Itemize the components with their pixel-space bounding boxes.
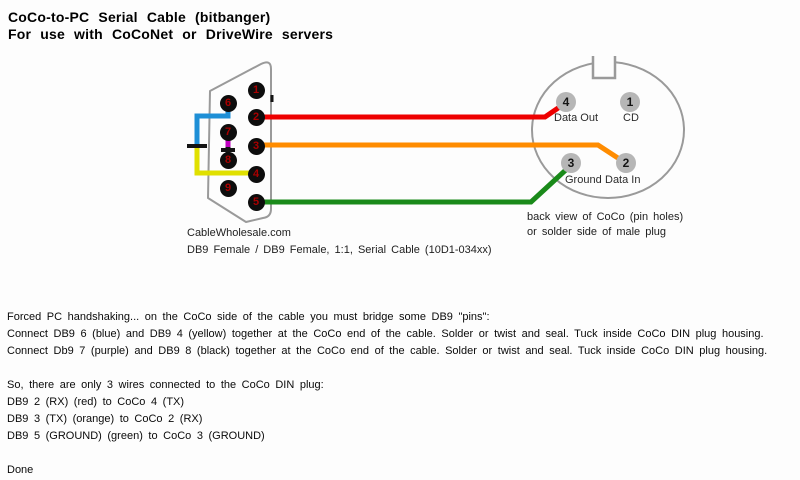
note-forced-handshaking: Forced PC handshaking... on the CoCo sid… [7,311,490,323]
note-wire-orange: DB9 3 (TX) (orange) to CoCo 2 (RX) [7,413,203,425]
db9-pin-9: 9 [219,179,237,197]
db9-pin-1: 1 [247,81,265,99]
yellow-bridge-wire [194,145,253,176]
note-wire-green: DB9 5 (GROUND) (green) to CoCo 3 (GROUND… [7,430,265,442]
db9-pin-5: 5 [247,193,265,211]
vendor-caption: CableWholesale.com [187,227,291,239]
din-key-notch [591,56,617,80]
din-pin-3: 3 [561,153,581,173]
db9-pin-4: 4 [247,165,265,183]
note-done: Done [7,464,34,476]
note-bridge-7-8: Connect Db9 7 (purple) and DB9 8 (black)… [7,345,768,357]
db9-pin-3: 3 [247,137,265,155]
page-title: CoCo-to-PC Serial Cable (bitbanger) For … [8,9,333,43]
din-pin-4: 4 [556,92,576,112]
din-label-data-in: Data In [605,174,641,186]
note-three-wires: So, there are only 3 wires connected to … [7,379,324,391]
note-blank-2 [7,445,767,462]
din-label-cd: CD [623,112,639,124]
cable-spec-caption: DB9 Female / DB9 Female, 1:1, Serial Cab… [187,244,492,256]
green-wire [257,165,571,205]
din-caption-line-1: back view of CoCo (pin holes) [527,211,684,223]
orange-wire [257,142,626,165]
db9-pin-2: 2 [247,108,265,126]
db9-shell [207,61,272,223]
notes-block: Forced PC handshaking... on the CoCo sid… [7,309,767,479]
note-wire-red: DB9 2 (RX) (red) to CoCo 4 (TX) [7,396,185,408]
din-pin-1: 1 [620,92,640,112]
title-line-2: For use with CoCoNet or DriveWire server… [8,26,334,42]
din-pin-2: 2 [616,153,636,173]
din-notch-mask [594,50,614,77]
din-caption-line-2: or solder side of male plug [527,226,667,238]
title-line-1: CoCo-to-PC Serial Cable (bitbanger) [8,9,271,25]
din-label-data-out: Data Out [554,112,599,124]
din-label-ground: Ground [565,174,602,186]
note-bridge-6-4: Connect DB9 6 (blue) and DB9 4 (yellow) … [7,328,764,340]
note-blank-1 [7,360,767,377]
red-wire [257,101,566,120]
db9-pin-7: 7 [219,123,237,141]
db9-pin-6: 6 [219,94,237,112]
db9-pin-8: 8 [219,151,237,169]
